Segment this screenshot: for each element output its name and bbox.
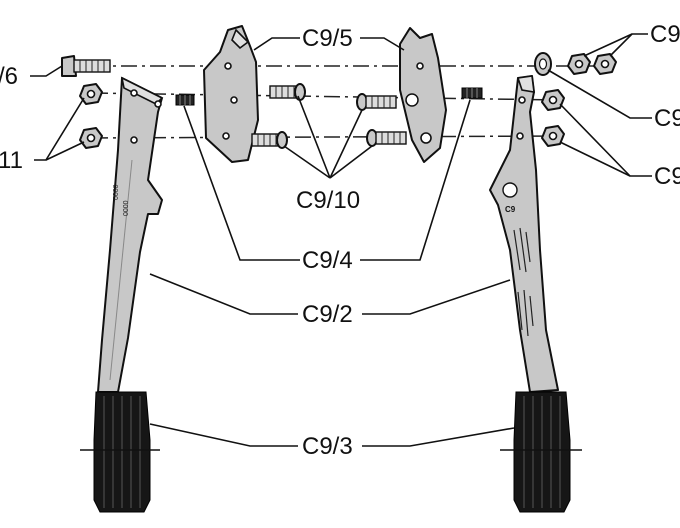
nut-left-upper (79, 83, 103, 105)
washer-right (534, 52, 552, 76)
label-right-mid-partial: C9 (654, 105, 680, 132)
right-grip (500, 391, 582, 513)
label-c9-11-partial: 11 (0, 147, 23, 174)
nut-right-mid (541, 89, 565, 111)
left-handle-code-2: 0000 (123, 200, 130, 216)
right-handle: C9 (489, 75, 559, 393)
label-right-low-partial: C9 (654, 163, 680, 190)
bolt-c9-6 (61, 55, 111, 77)
nut-right-top-1 (567, 53, 591, 75)
nut-left-lower (79, 127, 103, 149)
assembly-axes (91, 65, 600, 139)
left-jaw (203, 25, 259, 163)
left-grip (80, 391, 160, 513)
label-c9-6-partial: /6 (0, 63, 18, 90)
label-c9-3: C9/3 (302, 433, 353, 460)
leader-lines (30, 33, 652, 447)
label-c9-5: C9/5 (302, 25, 353, 52)
nut-right-low (541, 125, 565, 147)
nut-right-top-2 (593, 53, 617, 75)
label-c9-10: C9/10 (296, 187, 360, 214)
right-jaw (399, 27, 447, 163)
right-handle-badge: C9 (505, 205, 516, 214)
right-handle-logo-icon (502, 182, 518, 198)
label-right-top-partial: C9 (650, 21, 680, 48)
left-handle: 0000 0000 (97, 76, 164, 393)
label-c9-4: C9/4 (302, 247, 353, 274)
label-c9-2: C9/2 (302, 301, 353, 328)
screw-3 (356, 93, 397, 111)
left-handle-code-1: 0000 (113, 184, 120, 200)
screw-1 (269, 83, 306, 101)
screw-2 (251, 131, 288, 149)
screw-4 (366, 129, 407, 147)
pin-left (175, 94, 195, 106)
pin-right (461, 87, 483, 99)
